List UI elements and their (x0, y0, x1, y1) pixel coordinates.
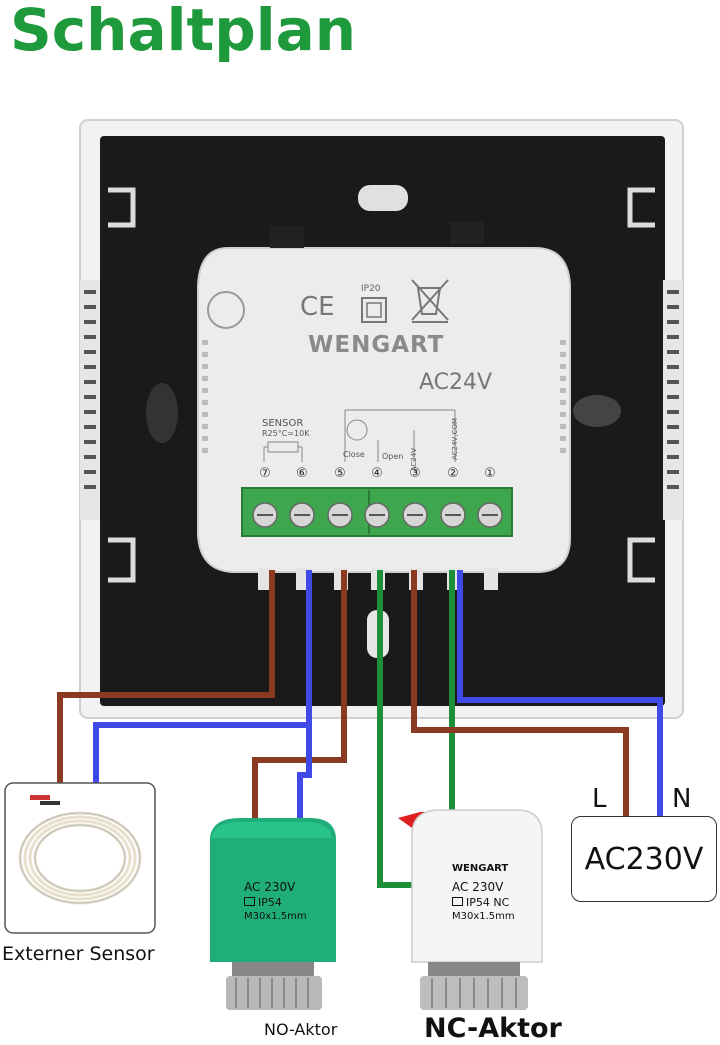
open-text: Open (382, 452, 404, 461)
left-vent-slots (84, 290, 96, 489)
right-knob (573, 395, 621, 427)
top-slot (358, 185, 408, 211)
ce-mark: CE (300, 292, 335, 322)
terminal-number-7: ⑦ (259, 466, 271, 481)
no-actuator-voltage: AC 230V (244, 880, 296, 894)
device-brand: WENGART (308, 332, 445, 358)
device-voltage: AC24V (419, 370, 493, 395)
no-actuator-ip: IP54 (244, 896, 282, 909)
no-actuator (210, 818, 336, 1010)
no-actuator-thread: M30x1.5mm (244, 911, 307, 922)
right-vents (663, 280, 683, 520)
neutral-label: N (672, 784, 692, 814)
nc-actuator-brand: WENGART (452, 863, 509, 874)
external-sensor-box (4, 782, 156, 934)
nc-actuator-label: NC-Aktor (424, 1013, 562, 1044)
close-text: Close (343, 450, 365, 459)
wire-sensor-brown (57, 570, 275, 785)
ip-rating: IP20 (361, 284, 381, 294)
terminal-number-2: ② (447, 466, 459, 481)
nc-actuator-thread: M30x1.5mm (452, 911, 515, 922)
sensor-spec: R25°C=10K (262, 429, 310, 438)
ip20-box (361, 297, 387, 323)
live-label: L (592, 784, 607, 814)
wire-sensor-blue (93, 570, 312, 785)
screw-hole-icon (207, 291, 245, 329)
terminal-number-5: ⑤ (334, 466, 346, 481)
external-sensor-label: Externer Sensor (2, 943, 155, 965)
wire-L-brown (411, 570, 629, 816)
terminal-number-6: ⑥ (296, 466, 308, 481)
terminal-number-4: ④ (371, 466, 383, 481)
ac24v-com: AC24V,COM (451, 418, 459, 460)
device-schematic (263, 409, 456, 462)
nc-actuator-voltage: AC 230V (452, 880, 504, 894)
terminal-number-1: ① (484, 466, 496, 481)
wire-N-blue (457, 570, 663, 816)
left-knob (146, 383, 178, 443)
wire-nc-green (377, 570, 418, 888)
nc-actuator (398, 809, 543, 1010)
terminal-number-3: ③ (409, 466, 421, 481)
mounting-clips (108, 187, 655, 583)
sensor-text: SENSOR (262, 418, 304, 429)
no-actuator-label: NO-Aktor (264, 1020, 338, 1039)
wire-no-brown (252, 570, 347, 830)
right-vent-slots (667, 290, 679, 489)
left-vents (80, 280, 100, 520)
weee-bin-icon (411, 279, 449, 323)
wire-no-blue (297, 725, 312, 830)
power-supply-box: AC230V (571, 816, 717, 902)
nc-actuator-ip: IP54 NC (452, 896, 509, 909)
page-title: Schaltplan (10, 0, 357, 64)
